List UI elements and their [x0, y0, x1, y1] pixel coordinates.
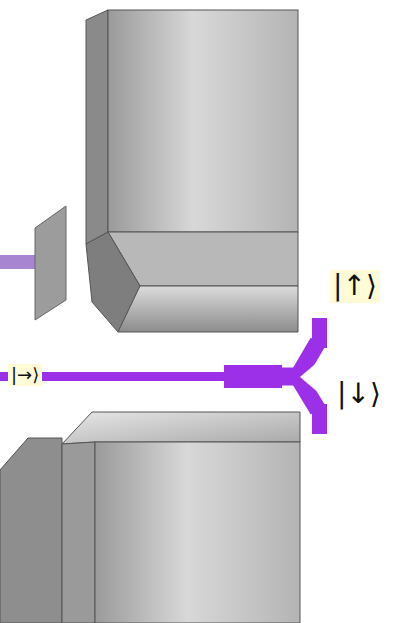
state-label: |→⟩ — [8, 364, 42, 386]
state-label: |↓⟩ — [334, 378, 384, 411]
state-label: |↑⟩ — [330, 270, 380, 303]
